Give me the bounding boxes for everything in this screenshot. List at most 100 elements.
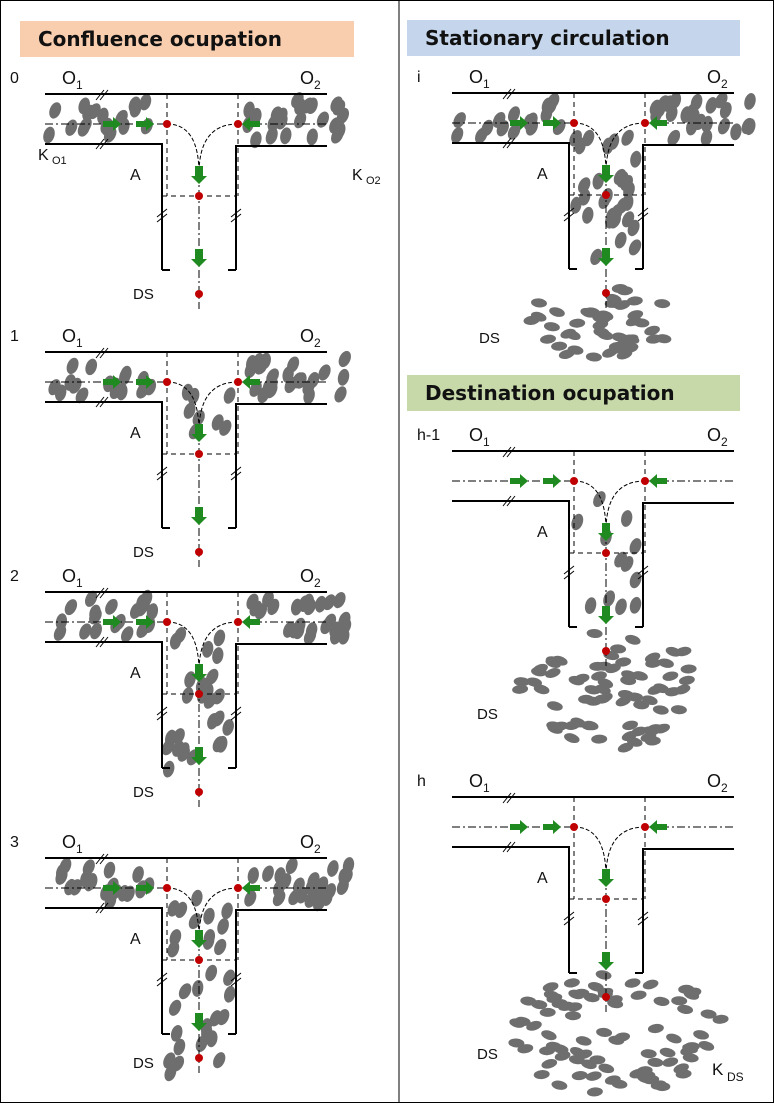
panel-label: 2 xyxy=(10,568,19,585)
vehicle xyxy=(547,701,563,711)
vehicle xyxy=(576,1049,593,1059)
break-mark xyxy=(95,347,105,359)
node-dot xyxy=(602,895,610,903)
vehicle xyxy=(578,188,591,206)
vehicle xyxy=(662,1057,679,1067)
vehicle xyxy=(56,863,68,880)
node-dot xyxy=(234,120,242,128)
vehicle xyxy=(318,364,331,381)
break-mark xyxy=(506,792,516,804)
node-dot xyxy=(195,548,203,556)
vehicle xyxy=(167,900,180,917)
area-label: A xyxy=(130,425,141,442)
vehicle xyxy=(653,683,669,694)
node-dot xyxy=(163,120,171,128)
vehicle xyxy=(205,668,219,685)
vehicle xyxy=(744,93,756,110)
vehicle xyxy=(595,970,612,980)
vehicle xyxy=(316,111,329,128)
vehicle xyxy=(630,150,642,168)
vehicle xyxy=(700,129,713,147)
break-mark xyxy=(99,89,109,101)
origin-2-label: O xyxy=(300,566,314,586)
node-dot xyxy=(195,788,203,796)
destination-label: DS xyxy=(133,286,154,303)
vehicle xyxy=(280,127,292,145)
vehicle xyxy=(615,598,627,616)
arrow-left-icon xyxy=(649,474,667,488)
vehicle xyxy=(513,677,530,687)
break-mark xyxy=(563,212,575,222)
break-mark xyxy=(502,841,512,853)
vehicle xyxy=(547,93,560,110)
origin-1-sub: 1 xyxy=(76,576,83,590)
vehicle xyxy=(573,673,590,684)
vehicle xyxy=(611,1079,628,1089)
vehicle xyxy=(621,129,634,146)
vehicle xyxy=(85,358,98,376)
vehicle xyxy=(162,760,175,778)
merge-curve xyxy=(605,480,646,532)
vehicle xyxy=(507,106,521,123)
vehicle xyxy=(178,983,192,1000)
arrow-down-icon xyxy=(598,248,614,266)
arrow-down-icon xyxy=(191,1013,207,1031)
vehicle xyxy=(223,387,236,404)
vehicle xyxy=(303,628,317,645)
node-dot xyxy=(641,119,649,127)
vehicle xyxy=(508,1038,525,1048)
arrow-down-icon xyxy=(598,523,614,541)
vehicle xyxy=(213,1052,226,1069)
header-stationary-circulation: Stationary circulation xyxy=(407,20,740,56)
vehicle xyxy=(571,513,584,531)
vehicle xyxy=(647,1023,664,1034)
panel-label: h xyxy=(417,773,426,790)
arrow-down-icon xyxy=(598,606,614,624)
vehicle xyxy=(670,705,687,715)
vehicle xyxy=(321,889,333,906)
break-mark xyxy=(95,138,105,150)
vehicle xyxy=(614,1032,631,1042)
vehicle xyxy=(570,196,582,214)
break-mark xyxy=(502,88,512,100)
vehicle xyxy=(481,119,494,137)
vehicle xyxy=(586,1087,603,1097)
vehicle xyxy=(622,720,638,731)
vehicle xyxy=(678,675,695,686)
vehicle xyxy=(523,113,535,131)
break-mark xyxy=(563,207,575,217)
vehicle xyxy=(671,996,688,1006)
vehicle xyxy=(64,599,78,616)
arrow-down-icon xyxy=(598,869,614,887)
arrow-down-icon xyxy=(191,424,207,442)
vehicle xyxy=(624,978,641,988)
vehicle xyxy=(701,115,713,133)
arrow-left-icon xyxy=(242,615,260,629)
vehicle xyxy=(212,647,224,665)
break-mark xyxy=(506,841,516,853)
break-mark xyxy=(156,471,168,481)
destination-label: DS xyxy=(479,330,500,347)
vehicle xyxy=(243,101,255,119)
vehicle xyxy=(266,126,278,144)
vehicle xyxy=(200,1018,212,1035)
road-left-edge xyxy=(452,846,570,973)
vehicle xyxy=(517,1044,534,1054)
vehicle xyxy=(304,892,318,908)
break-mark xyxy=(637,565,649,575)
break-mark xyxy=(563,916,575,926)
vehicle xyxy=(654,1082,671,1092)
break-mark xyxy=(156,972,168,982)
break-mark xyxy=(99,396,109,408)
vehicle xyxy=(212,688,225,705)
break-mark xyxy=(99,636,109,648)
merge-curve xyxy=(573,826,607,878)
vehicle xyxy=(121,626,134,643)
vehicle xyxy=(453,112,466,128)
vehicle xyxy=(222,719,234,736)
vehicle xyxy=(217,918,229,935)
arrow-down-icon xyxy=(191,507,207,525)
k-o2-sub: O2 xyxy=(366,175,381,187)
break-mark xyxy=(563,565,575,575)
